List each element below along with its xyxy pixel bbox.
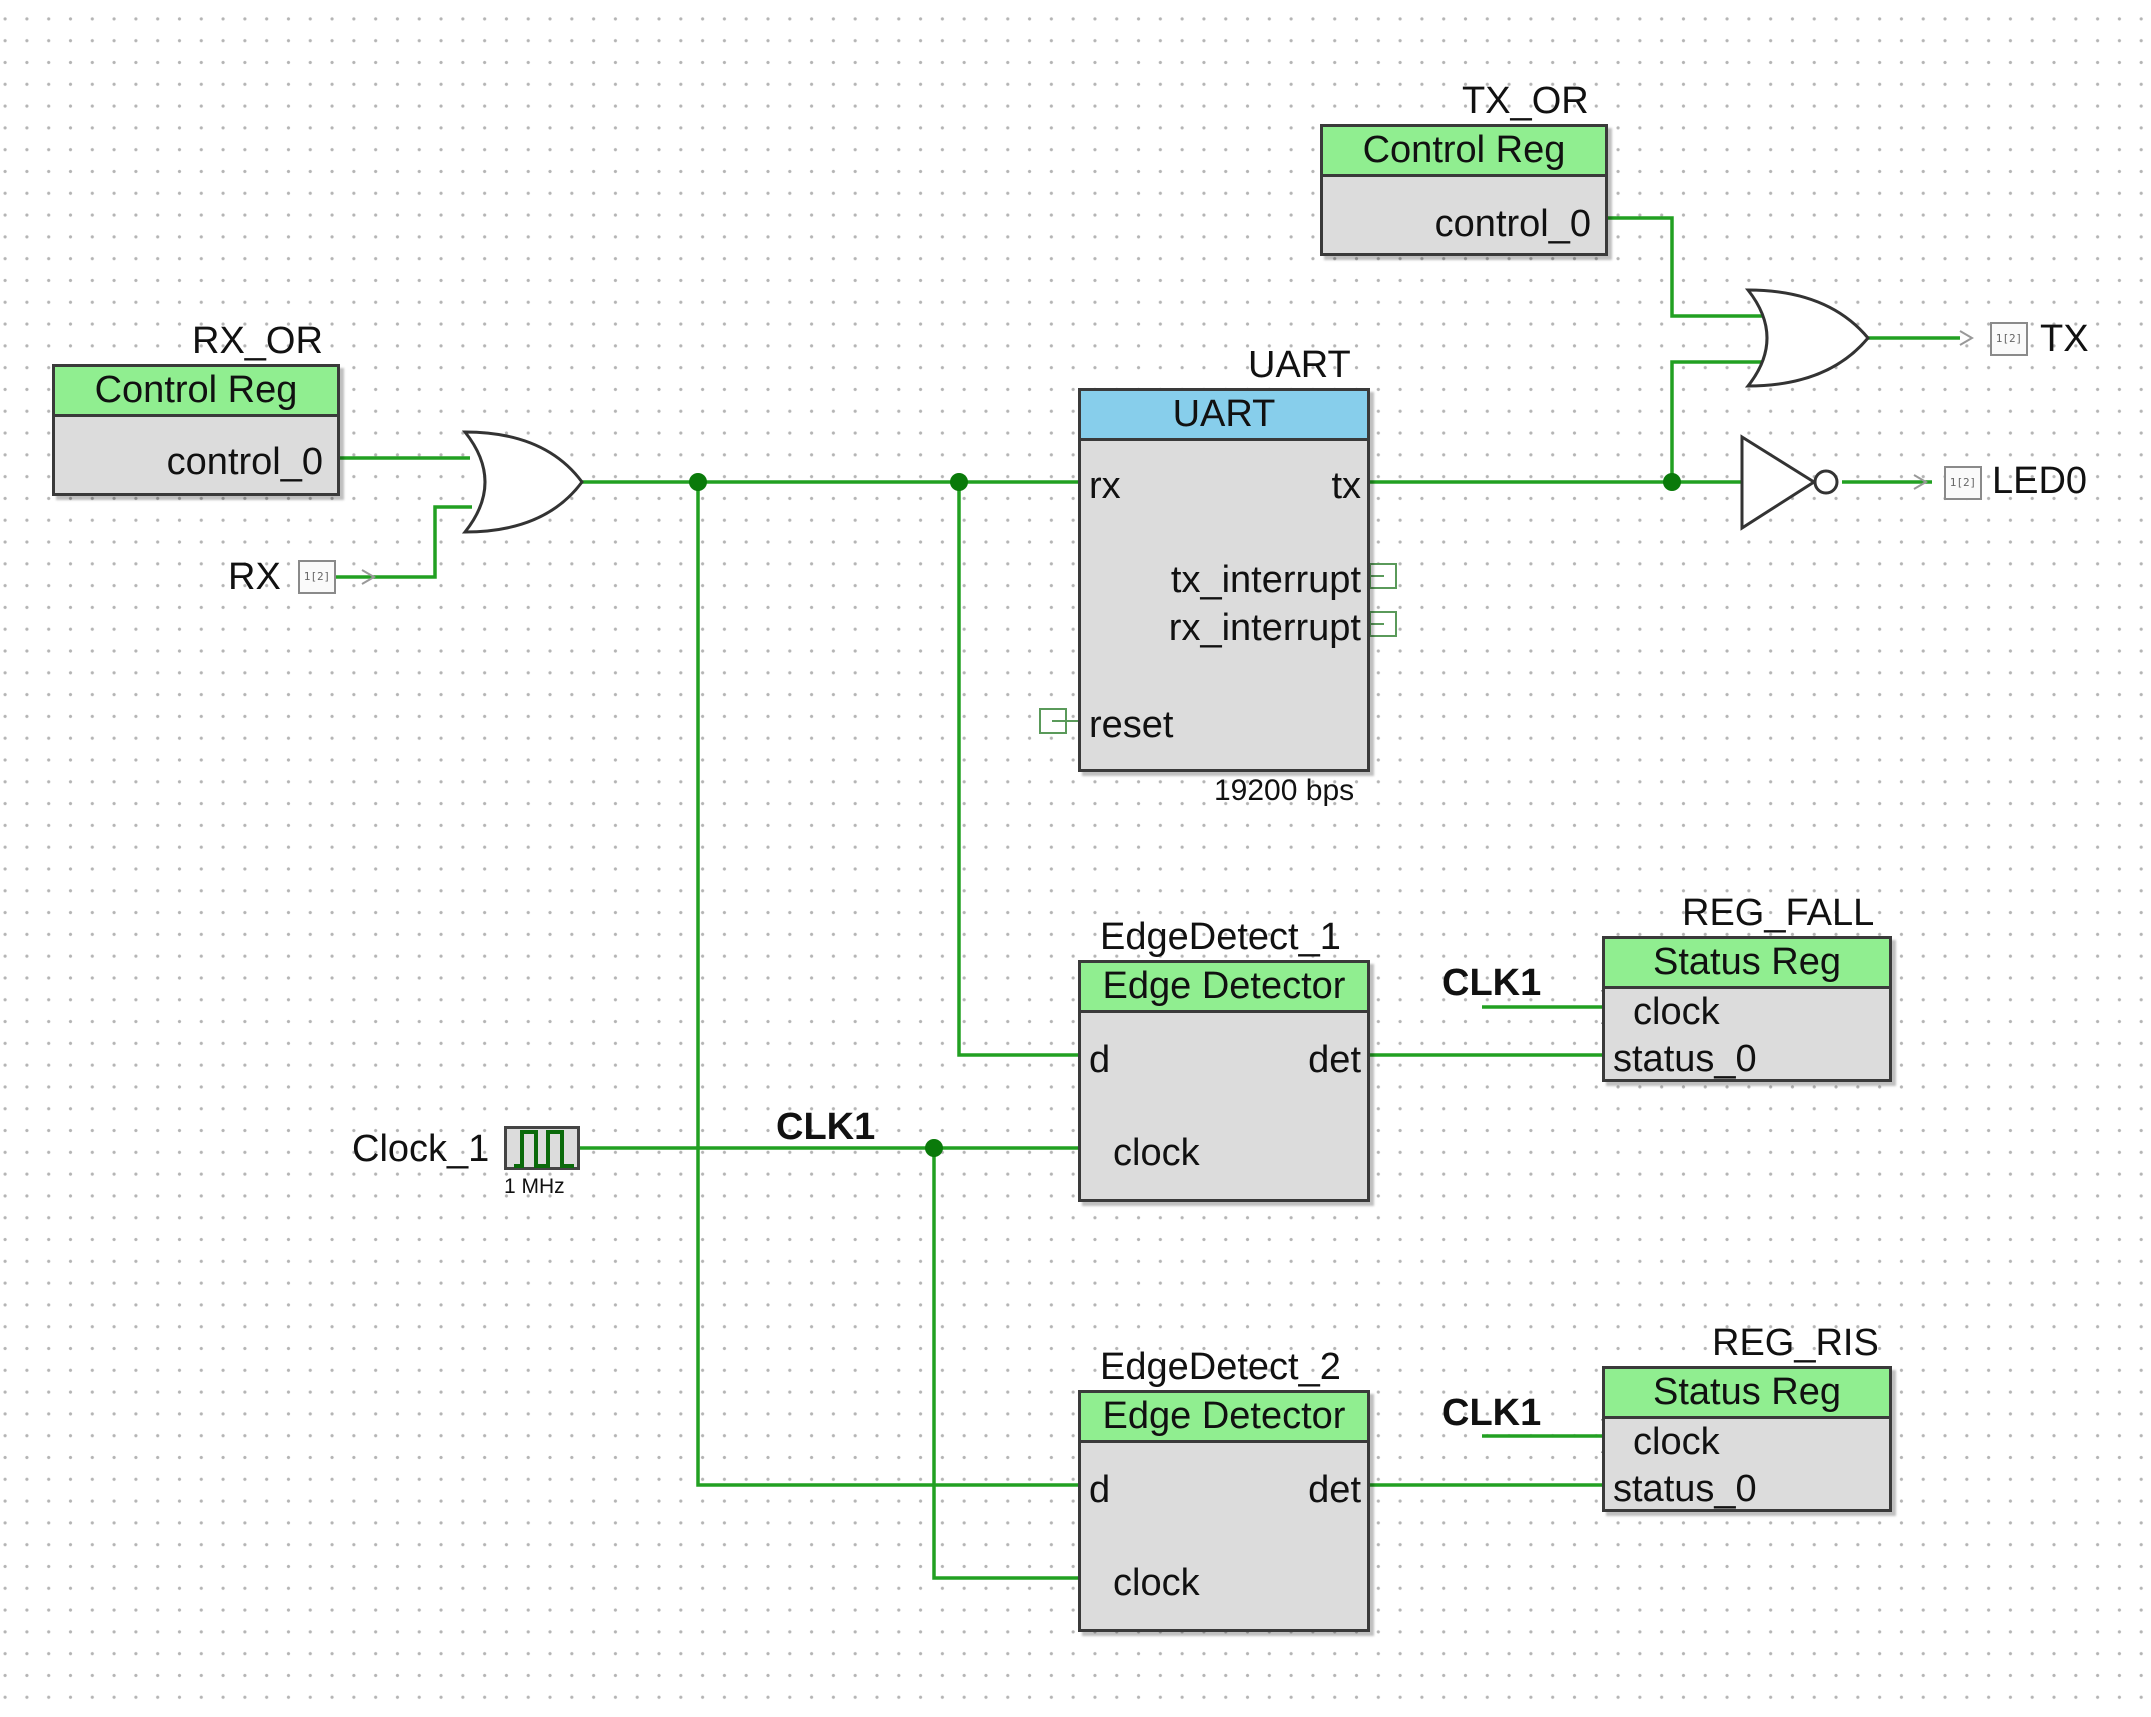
edge-detect-1[interactable]: Edge Detector d det clock	[1078, 960, 1370, 1202]
wire-rx-to-edge2-d[interactable]	[696, 482, 1082, 1487]
reg-ris-pin-clock: clock	[1633, 1421, 1720, 1463]
led-pin-terminal-icon[interactable]: 1[2]	[1944, 466, 1982, 500]
rx-or-type: Control Reg	[55, 367, 337, 417]
edge1-pin-d: d	[1089, 1039, 1111, 1081]
uart-type: UART	[1081, 391, 1367, 441]
junction-dot	[1663, 473, 1681, 491]
reg-fall-pin-clock: clock	[1633, 991, 1720, 1033]
reg-ris-instance-name: REG_RIS	[1712, 1322, 1879, 1364]
led-port-label: LED0	[1992, 460, 2088, 502]
junction-dot	[925, 1139, 943, 1157]
tx-pin-terminal-icon[interactable]: 1[2]	[1990, 322, 2028, 356]
rx-pin-arrow-icon	[361, 569, 376, 585]
uart-pin-tx: tx	[1331, 465, 1361, 507]
tx-port-label: TX	[2040, 318, 2089, 360]
edge2-pin-d: d	[1089, 1469, 1111, 1511]
clock-source[interactable]	[504, 1126, 580, 1170]
rx-or-control-reg[interactable]: Control Reg control_0	[52, 364, 340, 496]
or-gate-icon[interactable]	[1744, 288, 1870, 388]
reg-fall-pin-status0: status_0	[1613, 1038, 1757, 1080]
rx-or-instance-name: RX_OR	[192, 320, 323, 362]
clock-frequency: 1 MHz	[504, 1175, 565, 1198]
uart-pin-reset: reset	[1089, 704, 1174, 746]
net-label-clk1-fall: CLK1	[1442, 962, 1542, 1004]
reg-ris-status-reg[interactable]: Status Reg clock status_0	[1602, 1366, 1892, 1512]
edge1-pin-clock: clock	[1113, 1132, 1200, 1174]
junction-dot	[950, 473, 968, 491]
reg-fall-type: Status Reg	[1605, 939, 1889, 989]
tx-pin-arrow-icon	[1959, 330, 1974, 346]
not-gate-icon[interactable]	[1740, 434, 1817, 531]
uart-instance-name: UART	[1248, 344, 1351, 386]
tx-or-instance-name: TX_OR	[1462, 80, 1589, 122]
uart-component[interactable]: UART rx tx tx_interrupt rx_interrupt res…	[1078, 388, 1370, 772]
wire-rx-to-or[interactable]	[336, 505, 472, 579]
edge-detect-2[interactable]: Edge Detector d det clock	[1078, 1390, 1370, 1632]
net-label-clk1: CLK1	[776, 1106, 876, 1148]
tx-or-pin-control0: control_0	[1434, 203, 1591, 245]
uart-baud-rate: 19200 bps	[1214, 774, 1355, 807]
edge1-pin-det: det	[1308, 1039, 1361, 1081]
edge1-type: Edge Detector	[1081, 963, 1367, 1013]
edge2-pin-clock: clock	[1113, 1562, 1200, 1604]
tx-or-type: Control Reg	[1323, 127, 1605, 177]
rx-or-pin-control0: control_0	[166, 441, 323, 483]
reg-ris-type: Status Reg	[1605, 1369, 1889, 1419]
uart-pin-tx-interrupt: tx_interrupt	[1170, 559, 1361, 601]
rx-pin-terminal-icon[interactable]: 1[2]	[298, 560, 336, 594]
edge2-type: Edge Detector	[1081, 1393, 1367, 1443]
wire-uart-tx-to-or[interactable]	[1670, 360, 1772, 482]
reg-ris-pin-status0: status_0	[1613, 1468, 1757, 1510]
or-gate-icon[interactable]	[461, 430, 584, 534]
tx-or-control-reg[interactable]: Control Reg control_0	[1320, 124, 1608, 256]
wire-clk1-to-edge2[interactable]	[932, 1148, 1082, 1580]
wire-txor-to-or[interactable]	[1602, 216, 1775, 318]
net-label-clk1-ris: CLK1	[1442, 1392, 1542, 1434]
led-pin-arrow-icon	[1913, 474, 1928, 490]
uart-pin-rx-interrupt: rx_interrupt	[1168, 607, 1361, 649]
rx-port-label: RX	[228, 556, 281, 598]
edge1-instance-name: EdgeDetect_1	[1100, 916, 1341, 958]
reg-fall-instance-name: REG_FALL	[1682, 892, 1875, 934]
not-bubble-icon	[1813, 469, 1839, 495]
clock-instance-name: Clock_1	[352, 1128, 490, 1170]
junction-dot	[689, 473, 707, 491]
edge2-instance-name: EdgeDetect_2	[1100, 1346, 1341, 1388]
wire-rx-to-edge1-d[interactable]	[957, 482, 1082, 1057]
uart-pin-rx: rx	[1089, 465, 1121, 507]
reg-fall-status-reg[interactable]: Status Reg clock status_0	[1602, 936, 1892, 1082]
edge2-pin-det: det	[1308, 1469, 1361, 1511]
